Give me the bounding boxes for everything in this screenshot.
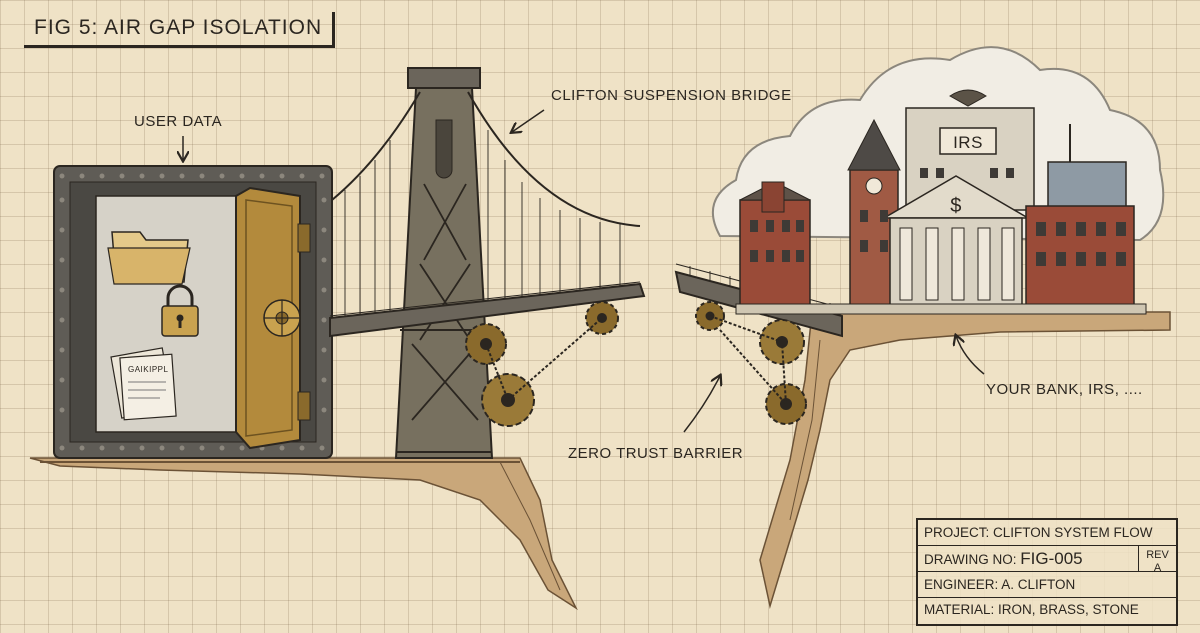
- project-value: CLIFTON SYSTEM FLOW: [993, 525, 1153, 540]
- folder-icon: [107, 231, 191, 285]
- engineer-row: ENGINEER: A. CLIFTON: [918, 572, 1176, 598]
- label-bridge: CLIFTON SUSPENSION BRIDGE: [551, 87, 792, 104]
- label-user-data: USER DATA: [134, 113, 222, 130]
- eagle-icon: [949, 89, 987, 107]
- bridge-cables: [331, 91, 641, 316]
- paper-heading: GAIKIPPL: [128, 365, 169, 374]
- destination-arrow: [956, 336, 985, 375]
- drawing-value: FIG-005: [1020, 549, 1083, 568]
- gear-right-3-icon: [765, 383, 807, 425]
- left-cliff: [29, 457, 578, 611]
- material-label: MATERIAL:: [924, 602, 995, 617]
- label-barrier: ZERO TRUST BARRIER: [568, 445, 743, 462]
- gear-left-3-icon: [585, 301, 619, 335]
- bridge-arrow: [512, 109, 545, 132]
- irs-sign: IRS: [953, 133, 983, 152]
- lock-icon: [161, 284, 199, 337]
- document-stack-icon: GAIKIPPL: [110, 347, 177, 421]
- drive-chains: [485, 315, 788, 407]
- annotation-arrows: [183, 109, 985, 433]
- bridge-deck-left: [329, 281, 646, 338]
- drawing-row: DRAWING NO: FIG-005 REV A: [918, 546, 1176, 574]
- bridge-tower: [394, 67, 494, 459]
- project-row: PROJECT: CLIFTON SYSTEM FLOW: [918, 520, 1176, 546]
- label-destination: YOUR BANK, IRS, ....: [986, 381, 1143, 398]
- figure-title: FIG 5: AIR GAP ISOLATION: [24, 12, 336, 48]
- drawing-label: DRAWING NO:: [924, 552, 1017, 567]
- revision-value: A: [1153, 562, 1162, 574]
- right-cliff: [759, 311, 1171, 609]
- title-block: PROJECT: CLIFTON SYSTEM FLOW DRAWING NO:…: [916, 518, 1178, 626]
- revision-label: REV: [1146, 549, 1169, 561]
- bank-dollar-sign: $: [950, 195, 962, 217]
- engineer-value: A. CLIFTON: [1001, 577, 1076, 592]
- city: IRS $: [735, 89, 1147, 315]
- project-label: PROJECT:: [924, 525, 990, 540]
- revision-cell: REV A: [1138, 546, 1176, 574]
- material-row: MATERIAL: IRON, BRASS, STONE: [918, 598, 1176, 622]
- engineer-label: ENGINEER:: [924, 577, 999, 592]
- material-value: IRON, BRASS, STONE: [998, 602, 1139, 617]
- barrier-arrow: [683, 376, 720, 433]
